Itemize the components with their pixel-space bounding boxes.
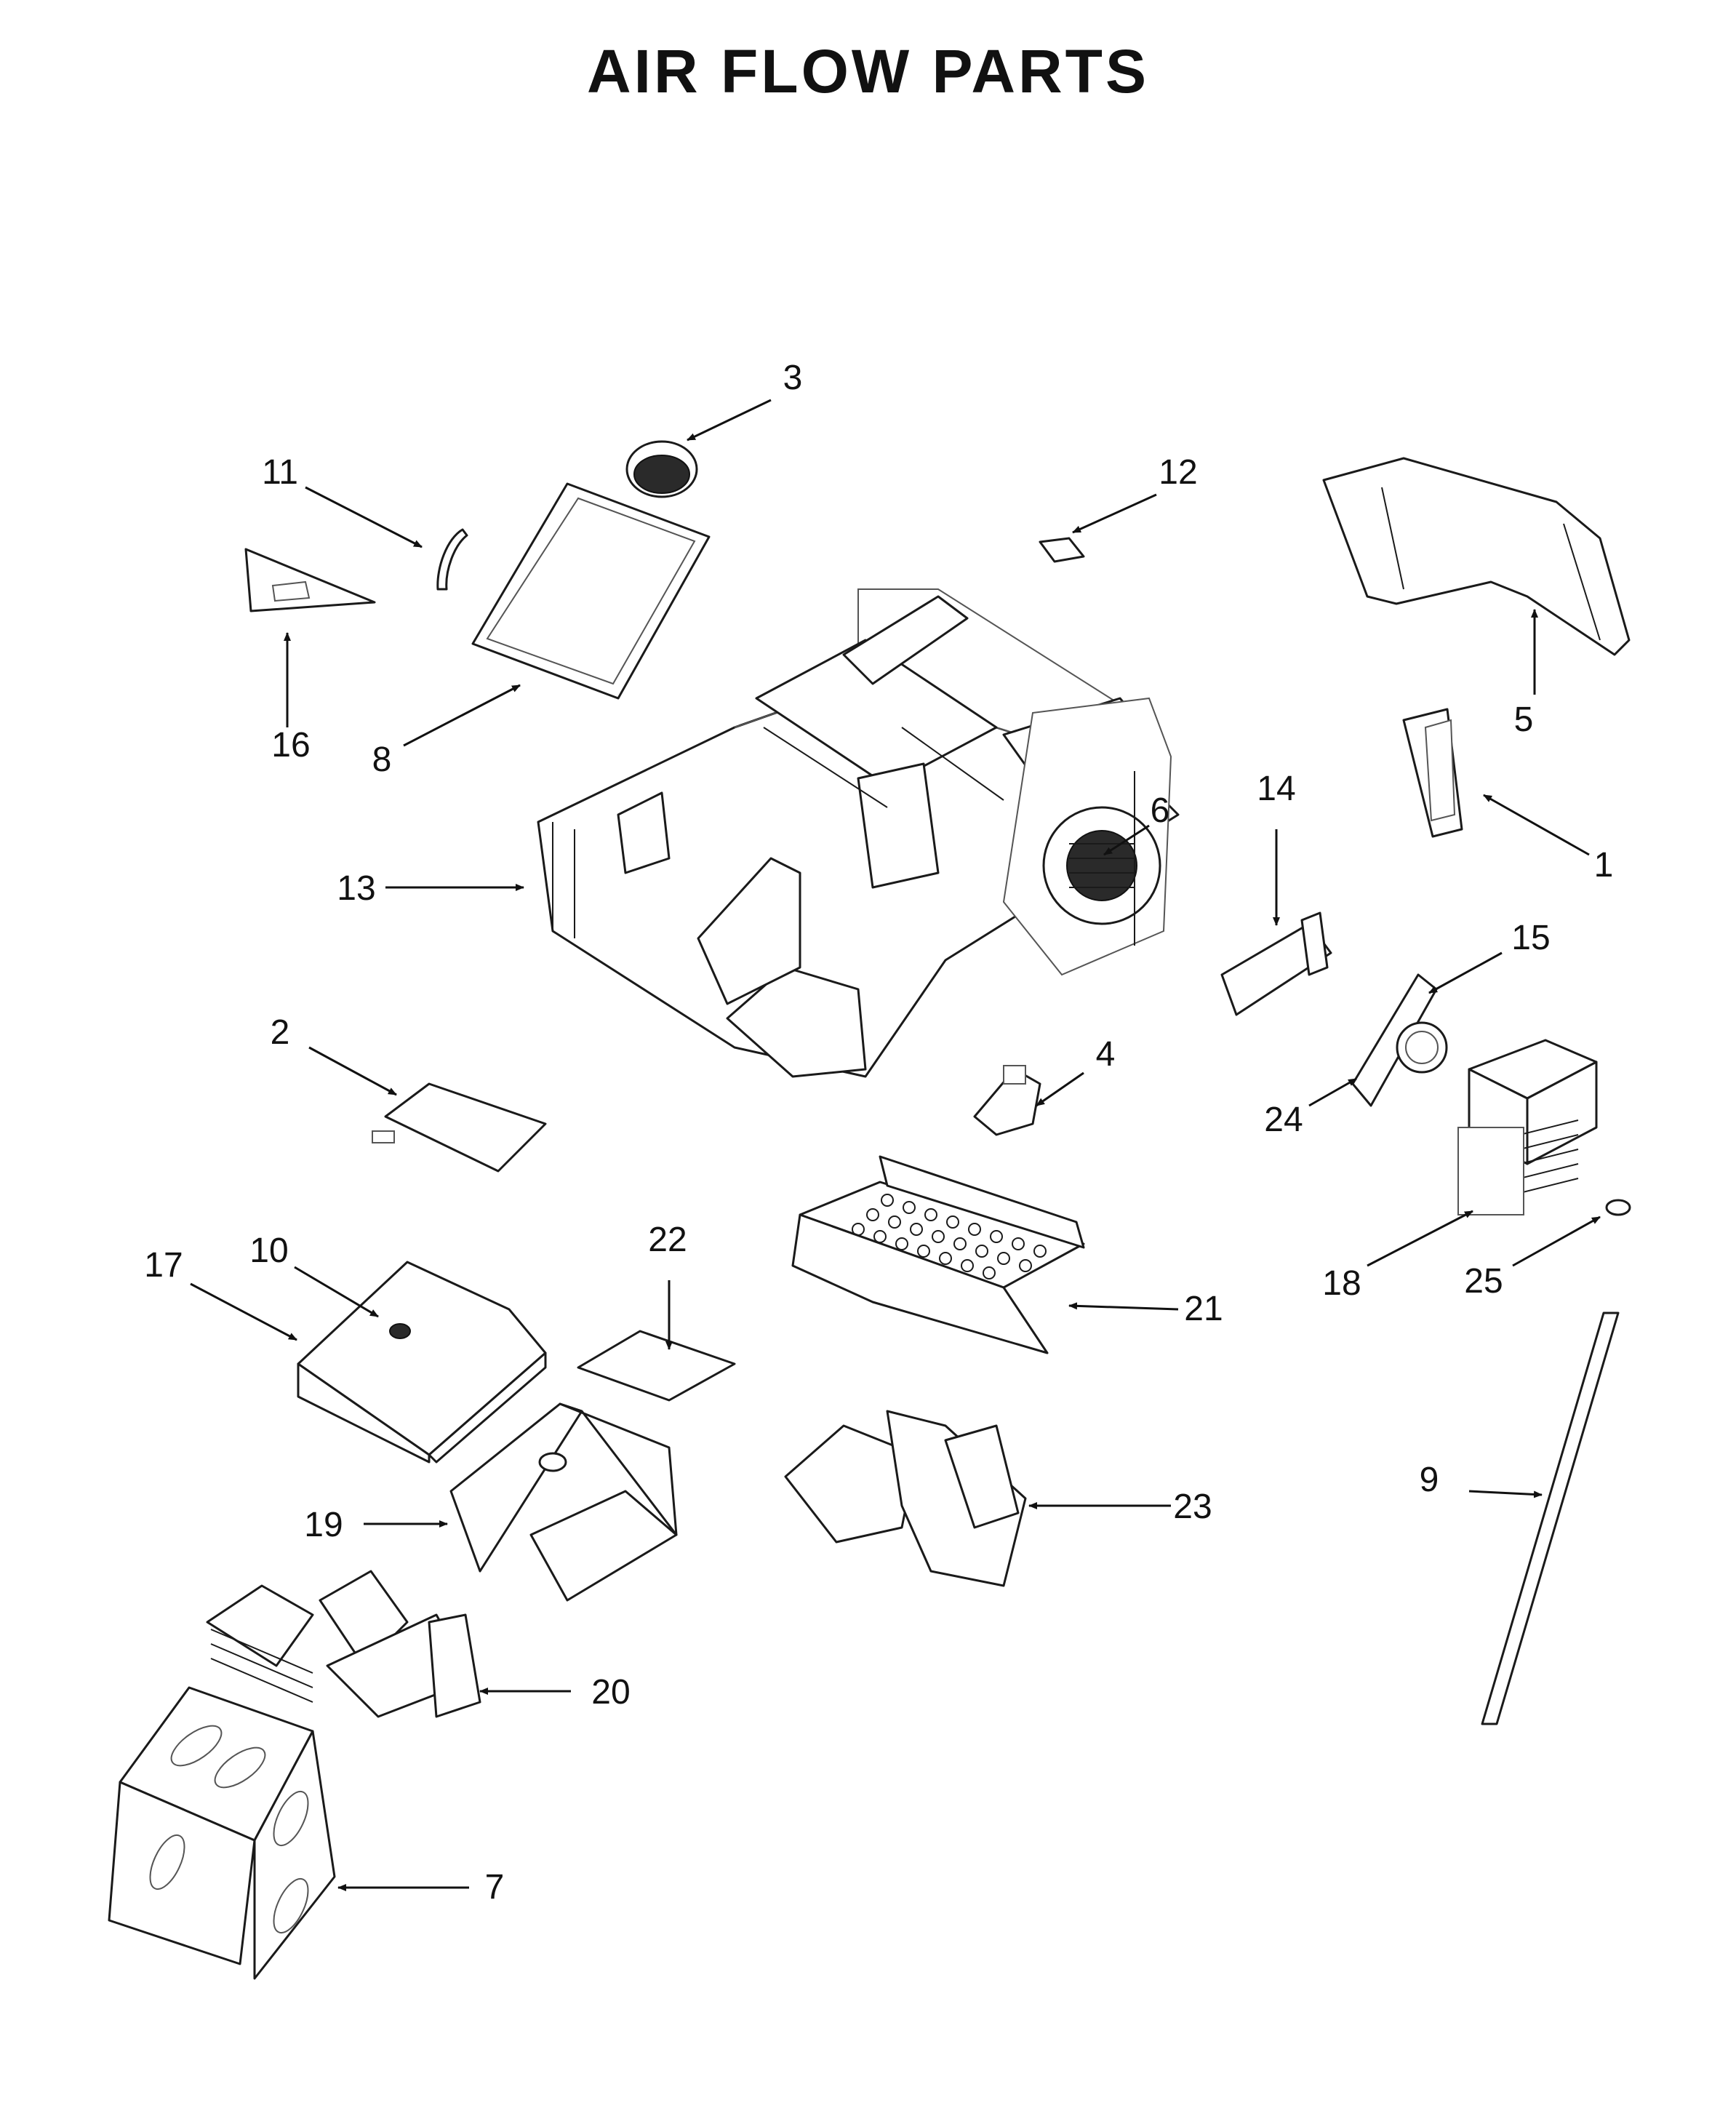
callout-17: 17: [144, 1246, 183, 1285]
callout-2: 2: [271, 1013, 290, 1052]
callout-16: 16: [271, 726, 310, 764]
callout-24: 24: [1264, 1101, 1303, 1139]
callout-25: 25: [1464, 1262, 1503, 1301]
part-19-bracket-box: [449, 1402, 678, 1602]
callout-1: 1: [1594, 846, 1614, 885]
part-25-fuse: [1605, 1199, 1631, 1216]
part-14-board: [1220, 911, 1332, 1016]
part-1-bracket: [1402, 708, 1463, 838]
callout-21: 21: [1184, 1290, 1223, 1328]
callout-14: 14: [1257, 770, 1295, 808]
callout-6: 6: [1151, 791, 1170, 830]
part-5-duct: [1322, 457, 1631, 656]
part-20-damper: [206, 1570, 481, 1718]
callout-11: 11: [262, 453, 298, 492]
callout-22: 22: [648, 1221, 687, 1259]
callout-20: 20: [591, 1673, 630, 1712]
part-13-airflow-housing: [537, 588, 1180, 1078]
part-21-grille: [791, 1155, 1085, 1354]
callout-15: 15: [1511, 919, 1550, 957]
part-11-tube: [436, 528, 468, 591]
part-16-plate: [244, 548, 376, 612]
callout-8: 8: [372, 740, 392, 779]
page-title: AIR FLOW PARTS: [586, 37, 1150, 105]
callout-7: 7: [485, 1868, 505, 1907]
callout-12: 12: [1159, 453, 1197, 492]
callout-3: 3: [783, 359, 803, 397]
part-7-cage: [108, 1686, 336, 1980]
callout-4: 4: [1096, 1035, 1116, 1074]
part-18-transformer: [1457, 1039, 1598, 1215]
part-22-sheet: [577, 1330, 736, 1402]
part-9-rod: [1481, 1311, 1620, 1725]
callout-9: 9: [1420, 1461, 1439, 1499]
part-15-board: [1351, 973, 1448, 1107]
callout-19: 19: [304, 1506, 343, 1544]
callout-10: 10: [249, 1231, 288, 1270]
part-23-adapter: [784, 1410, 1027, 1587]
part-12-pad: [1039, 537, 1085, 563]
callout-labels: 1 2 3 4 5 6 7 8 9 10 11 12 13 14 15 16 1…: [144, 359, 1613, 1907]
callout-23: 23: [1173, 1488, 1212, 1526]
leader-lines: [190, 399, 1601, 1891]
callout-13: 13: [337, 869, 375, 908]
part-10-clip: [389, 1323, 411, 1339]
part-2-plate: [372, 1082, 547, 1173]
part-4-switch: [973, 1065, 1041, 1136]
part-17-cover: [297, 1261, 547, 1464]
part-8-filter-frame: [471, 482, 711, 700]
callout-5: 5: [1514, 700, 1534, 739]
callout-18: 18: [1322, 1264, 1361, 1303]
part-3-motor: [625, 440, 698, 498]
